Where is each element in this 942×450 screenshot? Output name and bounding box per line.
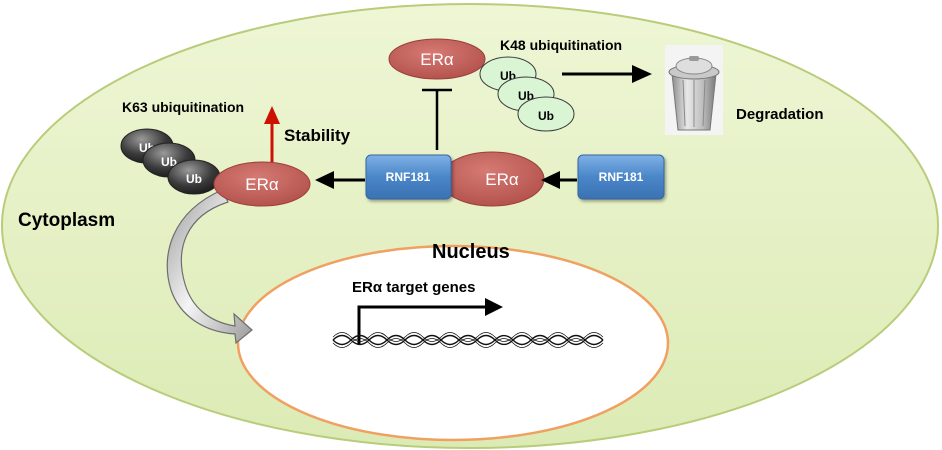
rnf181-right-label: RNF181 <box>599 170 644 184</box>
nucleus-label: Nucleus <box>432 241 510 263</box>
k48-ub-chain: Ub Ub Ub <box>479 56 575 132</box>
trash-can-icon <box>665 45 723 135</box>
rnf181-right: RNF181 <box>577 154 665 200</box>
era-center-label: ERα <box>485 170 519 189</box>
k63-label: K63 ubiquitination <box>122 99 244 115</box>
cytoplasm-label: Cytoplasm <box>18 210 115 231</box>
degradation-label: Degradation <box>736 106 824 123</box>
k48-ub <box>517 96 575 132</box>
k63-ub-label: Ub <box>186 172 202 186</box>
degradation-arrow <box>562 65 652 83</box>
rnf181-center <box>365 154 452 200</box>
k63-ub-label: Ub <box>161 155 177 169</box>
complex-to-era-arrow <box>315 171 365 189</box>
center-complex: ERα RNF181 <box>365 151 545 207</box>
era-top-label: ERα <box>420 50 454 69</box>
dna-helix-icon <box>332 332 604 348</box>
transcription-start-arrow <box>357 298 503 345</box>
era-left-label: ERα <box>245 175 279 194</box>
k63-ub-chain: Ub Ub Ub <box>120 128 221 195</box>
inhibition-bar <box>422 88 452 150</box>
era-top: ERα <box>388 38 486 80</box>
stability-label: Stability <box>284 126 351 145</box>
target-genes-label: ERα target genes <box>352 279 475 296</box>
nucleus-region <box>236 244 670 442</box>
rnf181-center-label: RNF181 <box>386 170 431 184</box>
k48-label: K48 ubiquitination <box>500 37 622 53</box>
stability-arrow <box>264 106 280 162</box>
rnf181-to-complex-arrow <box>541 171 577 189</box>
curved-arrow-icon <box>166 189 253 345</box>
era-left: ERα <box>213 161 311 207</box>
k48-ub-label: Ub <box>538 109 554 123</box>
